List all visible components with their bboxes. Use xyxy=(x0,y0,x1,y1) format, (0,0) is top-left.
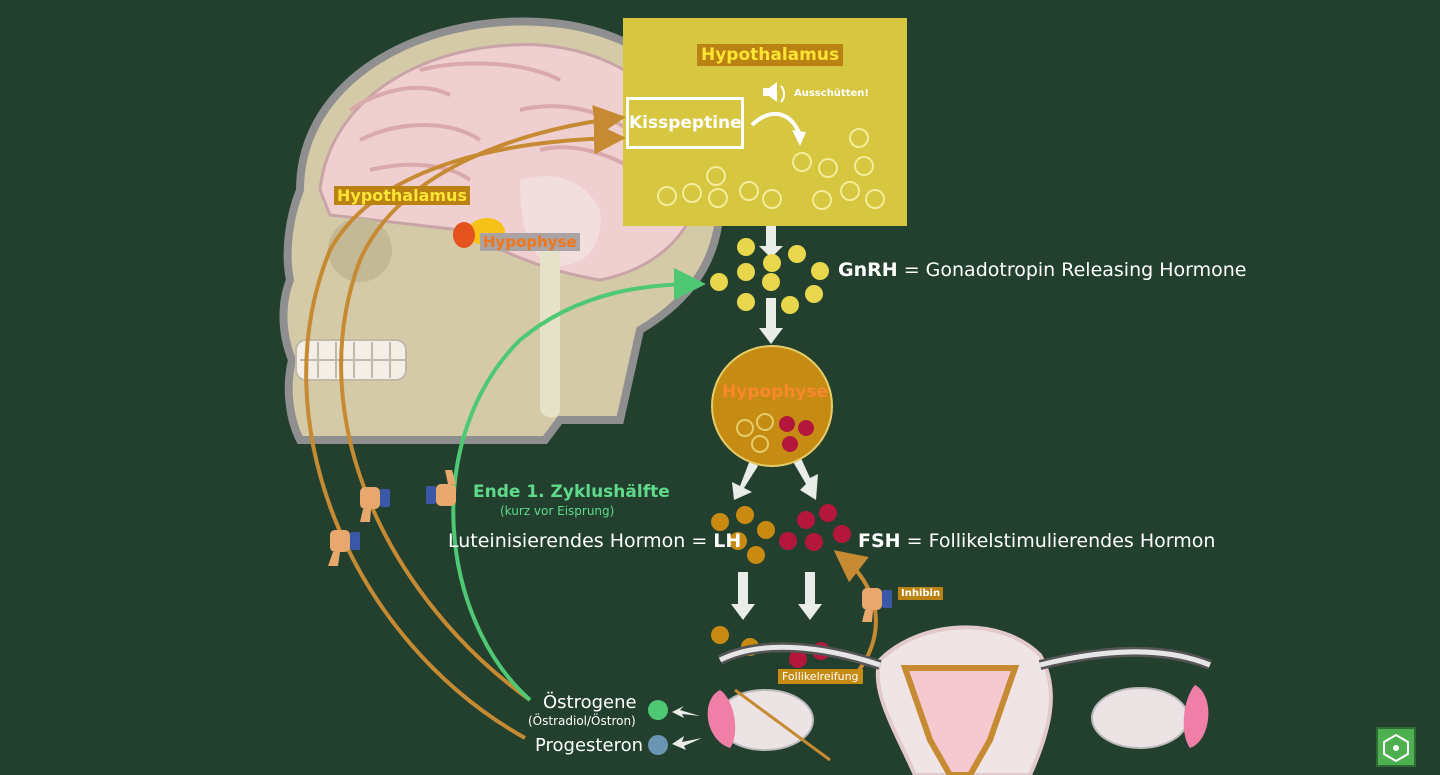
release-arrow xyxy=(750,111,802,136)
kisspeptin-molecules xyxy=(657,128,885,210)
flow-arrows xyxy=(672,226,822,750)
follikelreifung-label: Follikelreifung xyxy=(778,669,863,684)
progesteron-label: Progesteron xyxy=(535,735,643,756)
oestrogene-detail: (Östradiol/Östron) xyxy=(528,714,636,728)
lh-abbr: LH xyxy=(713,530,742,552)
speaker-icon xyxy=(763,82,785,103)
uterus-illustration xyxy=(707,625,1212,775)
hypophyse-gland xyxy=(711,345,833,467)
gnrh-label: GnRH = Gonadotropin Releasing Hormone xyxy=(838,259,1246,281)
progesteron-dot xyxy=(648,735,668,755)
brain-hypothalamus-label: Hypothalamus xyxy=(334,186,470,205)
cycle-subtitle: (kurz vor Eisprung) xyxy=(500,504,615,518)
gnrh-full: = Gonadotropin Releasing Hormone xyxy=(897,259,1247,281)
panel-title: Hypothalamus xyxy=(697,44,844,66)
lh-molecules xyxy=(711,506,775,656)
oestrogen-dot xyxy=(648,700,668,720)
hypophyse-circle-label: Hypophyse xyxy=(722,382,829,402)
brain-hypophyse-label: Hypophyse xyxy=(480,233,580,251)
thumbs-down-icon xyxy=(862,588,892,622)
release-label: Ausschütten! xyxy=(794,88,869,99)
gnrh-molecules xyxy=(710,238,829,314)
cycle-title: Ende 1. Zyklushälfte xyxy=(473,482,670,502)
inhibin-label: Inhibin xyxy=(898,587,944,600)
lh-text: Luteinisierendes Hormon = xyxy=(448,530,714,552)
fsh-abbr: FSH xyxy=(858,530,901,552)
kisspeptine-box: Kisspeptine xyxy=(626,97,744,149)
thumbs-up-icon xyxy=(426,470,456,506)
positive-feedback-arrow xyxy=(451,268,706,702)
oestrogene-label: Östrogene xyxy=(543,692,637,713)
gnrh-abbr: GnRH xyxy=(838,259,898,281)
thumbs-down-icon xyxy=(328,530,360,566)
fsh-label: FSH = Follikelstimulierendes Hormon xyxy=(858,530,1215,552)
fsh-text: = Follikelstimulierendes Hormon xyxy=(900,530,1216,552)
thumbs-down-icon xyxy=(360,487,390,522)
lh-label: Luteinisierendes Hormon = LH xyxy=(448,530,741,552)
logo-icon[interactable] xyxy=(1376,727,1416,767)
